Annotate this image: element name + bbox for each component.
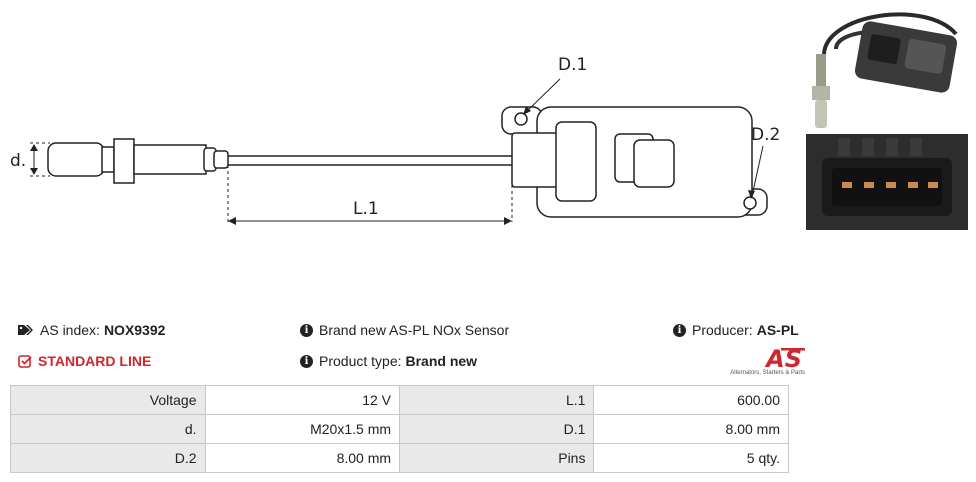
- table-row: Voltage 12 V L.1 600.00: [10, 385, 789, 415]
- spec-value: 5 qty.: [593, 443, 789, 473]
- product-type: i Product type: Brand new: [300, 353, 477, 369]
- as-pl-logo: AS Alternators, Starters & Parts: [705, 345, 805, 379]
- as-index-value: NOX9392: [103, 322, 166, 338]
- spec-key: Pins: [399, 443, 595, 473]
- control-unit: [501, 106, 768, 218]
- spec-key: D.2: [10, 443, 206, 473]
- nox-sensor-photo: [806, 4, 968, 132]
- standard-line-label: STANDARD LINE: [38, 353, 152, 369]
- producer-label: Producer:: [692, 322, 753, 338]
- d-label: d.: [10, 151, 26, 171]
- spec-key: L.1: [399, 385, 595, 415]
- d1-label: D.1: [558, 55, 587, 75]
- as-index: AS index: NOX9392: [18, 322, 165, 338]
- spec-key: d.: [10, 414, 206, 444]
- sensor-probe: [47, 138, 229, 184]
- as-index-label: AS index:: [40, 322, 100, 338]
- spec-value: M20x1.5 mm: [204, 414, 401, 444]
- standard-line: STANDARD LINE: [18, 353, 151, 369]
- d2-label: D.2: [751, 125, 780, 145]
- producer: i Producer: AS-PL: [673, 322, 799, 338]
- producer-value: AS-PL: [756, 322, 799, 338]
- product-type-label: Product type:: [319, 353, 402, 369]
- spec-value: 12 V: [204, 385, 401, 415]
- product-type-value: Brand new: [405, 353, 478, 369]
- tags-icon: [18, 325, 33, 335]
- specs-table: Voltage 12 V L.1 600.00 d. M20x1.5 mm D.…: [10, 385, 789, 473]
- description-text: Brand new AS-PL NOx Sensor: [319, 322, 510, 338]
- l1-label: L.1: [353, 199, 379, 219]
- info-icon: i: [300, 354, 313, 368]
- spec-value: 8.00 mm: [204, 443, 401, 473]
- spec-value: 600.00: [593, 385, 789, 415]
- logo-tagline: Alternators, Starters & Parts: [730, 370, 805, 376]
- checkbox-checked-icon: [18, 354, 32, 368]
- info-icon: i: [300, 323, 313, 337]
- product-info: AS index: NOX9392 STANDARD LINE i Brand …: [18, 315, 800, 385]
- spec-key: Voltage: [10, 385, 206, 415]
- as-logo-mark: AS: [764, 345, 805, 373]
- spec-key: D.1: [399, 414, 595, 444]
- table-row: D.2 8.00 mm Pins 5 qty.: [10, 443, 789, 473]
- info-icon: i: [673, 323, 686, 337]
- spec-value: 8.00 mm: [593, 414, 789, 444]
- sensor-technical-drawing: d. L.1 D.1 D.2: [10, 55, 780, 225]
- description: i Brand new AS-PL NOx Sensor: [300, 322, 509, 338]
- table-row: d. M20x1.5 mm D.1 8.00 mm: [10, 414, 789, 444]
- connector-plug-photo: [806, 134, 968, 230]
